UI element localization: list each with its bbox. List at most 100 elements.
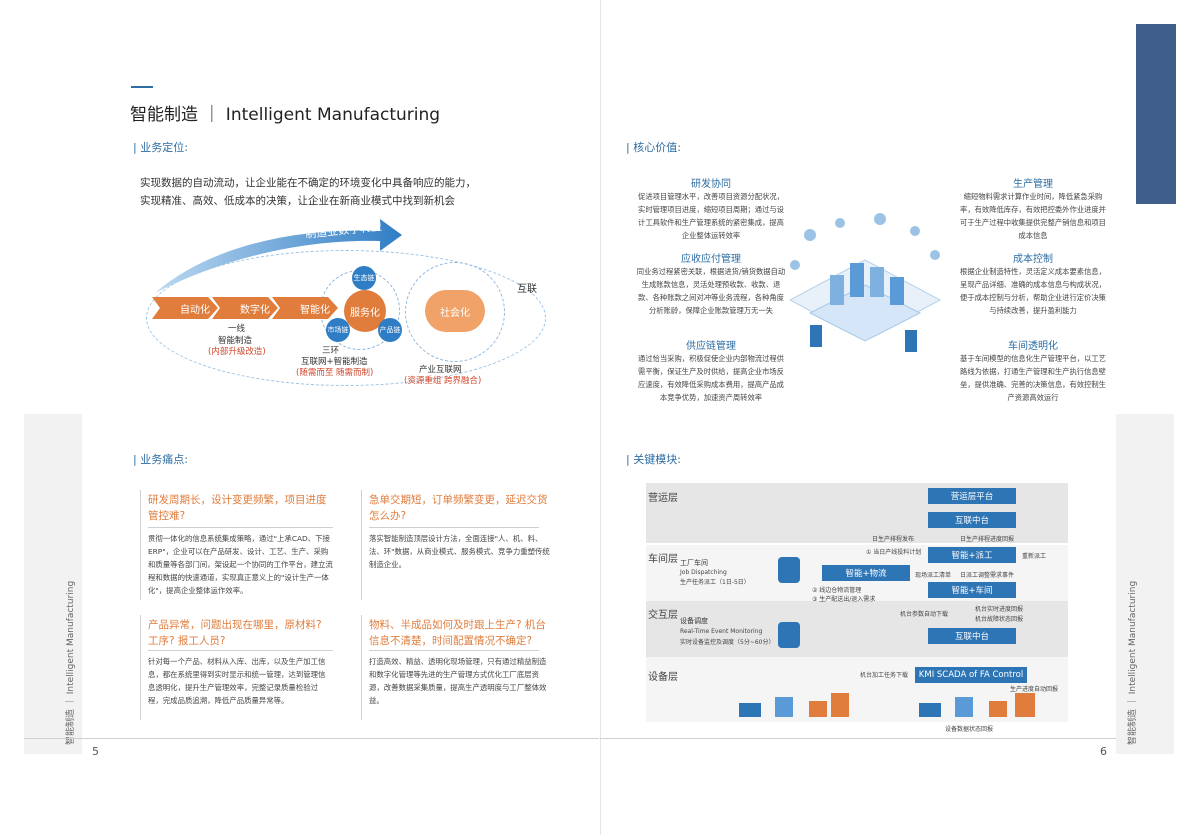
- cv-text-prod: 缩短物料需求计算作业时间，降低紧急采购率，有效降低库存，有效把控委外作业进度并可…: [960, 192, 1106, 240]
- workshop-box: 智能+车间: [928, 582, 1016, 598]
- pain-title-3: 产品异常，问题出现在哪里，原材料? 工序? 报工人员?: [148, 619, 322, 647]
- pain-text-3: 针对每一个产品、材料从入库、出库，以及生产加工信息，都在系统里得到实时显示和统一…: [148, 657, 326, 705]
- note-5: 现场派工清单: [915, 572, 952, 579]
- spine-divider: [600, 0, 601, 835]
- cv-title-shop: 车间透明化: [1008, 341, 1058, 352]
- ops-platform-box: 营运层平台: [928, 488, 1016, 504]
- cv-title-scm: 供应链管理: [686, 341, 736, 352]
- pain-rule-1: [148, 527, 333, 528]
- title-dash: [131, 86, 153, 88]
- industry-note: (资源重组 跨界融合): [404, 376, 482, 386]
- card-bar-2: [361, 490, 362, 600]
- clipboard-icon: [778, 557, 800, 583]
- page-number-right: 6: [1100, 745, 1107, 758]
- card-bar-1: [140, 490, 141, 600]
- shop-en: Job Dispatching: [680, 569, 727, 576]
- left-side-text: 智能制造 ｜ Intelligent Manufacturing: [66, 580, 76, 745]
- pain-text-4: 打造高效、精益、透明化现场管理，只有通过精益制造和数字化管理等先进的生产管理方式…: [369, 657, 547, 705]
- note-11: 机台故障状态回报: [975, 616, 1024, 623]
- note-9: 机台参数自动下载: [900, 611, 949, 618]
- cv-text-shop: 基于车间模型的信息化生产管理平台，以工艺路线为依据，打通生产管理和生产执行信息壁…: [960, 354, 1106, 402]
- note-7: ② 线边仓物流管理: [812, 587, 862, 594]
- note-6: 日派工调整需求事件: [960, 572, 1015, 579]
- line1-sub: 智能制造: [218, 336, 253, 346]
- ring3-note: (随需而至 随需而制): [296, 368, 374, 378]
- section-pain-points: | 业务痛点:: [133, 453, 188, 466]
- pain-rule-4: [369, 650, 539, 651]
- note-13: 生产进度自动回报: [1010, 686, 1059, 693]
- cv-title-rd: 研发协同: [691, 179, 731, 190]
- note-12: 机台加工任务下载: [860, 672, 909, 679]
- layer-inter-label: 交互层: [648, 610, 678, 621]
- cv-title-ar: 应收应付管理: [681, 254, 741, 265]
- section-key-modules: | 关键模块:: [626, 453, 681, 466]
- document-gear-icon: [778, 622, 800, 648]
- automation-label: 自动化: [180, 304, 210, 316]
- logistics-box: 智能+物流: [822, 565, 910, 581]
- dispatch-box: 智能+派工: [928, 547, 1016, 563]
- note-8: ③ 生产配送出/退入需求: [812, 596, 876, 603]
- product-circle: 产品链: [378, 318, 402, 342]
- transform-arrow: [155, 219, 402, 293]
- digitalization-label: 数字化: [240, 304, 270, 316]
- market-circle: 市场链: [326, 318, 350, 342]
- shop-title: 工厂车间: [680, 559, 708, 567]
- cv-title-cost: 成本控制: [1013, 254, 1053, 265]
- event-title: 设备调度: [680, 617, 708, 625]
- automation-tag: 自动化: [152, 297, 218, 319]
- ring3-label: 三环: [322, 346, 340, 356]
- layer-device-label: 设备层: [648, 672, 678, 683]
- pain-title-2: 急单交期短，订单频繁变更，延迟交货怎么办?: [369, 494, 548, 522]
- industry-label: 产业互联网: [419, 365, 462, 375]
- section-positioning: | 业务定位:: [133, 141, 188, 154]
- pain-rule-2: [369, 527, 539, 528]
- shop-sub: 生产任务派工（1日-5日）: [680, 579, 750, 586]
- outer-ellipse: [146, 250, 546, 386]
- positioning-line-1: 实现数据的自动流动，让企业能在不确定的环境变化中具备响应的能力，: [140, 177, 476, 189]
- social-cloud: 社会化: [425, 290, 485, 332]
- factory-illustration: [788, 213, 942, 352]
- pain-title-4: 物料、半成品如何及时跟上生产? 机台信息不清楚，时间配置情况不确定?: [369, 619, 546, 647]
- right-side-text: 智能制造 ｜ Intelligent Manufacturing: [1128, 580, 1138, 745]
- social-ring: [405, 262, 505, 362]
- hub-top-box: 互联中台: [928, 512, 1016, 528]
- hub-mid-box: 互联中台: [928, 628, 1016, 644]
- cv-title-prod: 生产管理: [1013, 179, 1053, 190]
- machines-left-icon: [739, 693, 849, 717]
- interconnect-label: 互联: [517, 284, 537, 295]
- layer-shop-label: 车间层: [648, 554, 678, 565]
- card-bar-3: [140, 615, 141, 720]
- line1-label: 一线: [228, 324, 246, 334]
- cv-text-cost: 根据企业制造特性，灵活定义成本要素信息，呈现产品详细、准确的成本信息与构成状况，…: [960, 267, 1106, 315]
- left-side-tab: [24, 414, 82, 754]
- note-1: 日生产排程发布: [872, 536, 915, 543]
- note-14: 设备数据状态回报: [945, 726, 994, 733]
- positioning-line-2: 实现精准、高效、低成本的决策，让企业在新商业模式中找到新机会: [140, 195, 455, 207]
- intelligent-tag: 智能化: [272, 297, 338, 319]
- pain-text-1: 贯彻一体化的信息系统集成策略，通过"上承CAD、下接ERP"，企业可以在产品研发…: [148, 534, 333, 595]
- machines-right-icon: [919, 693, 1035, 717]
- eco-circle: 生态链: [352, 266, 376, 290]
- scada-box: KMI SCADA of FA Control: [915, 667, 1027, 683]
- event-sub: 实时设备监控及调度（5分~60分）: [680, 639, 775, 646]
- pain-title-1: 研发周期长，设计变更频繁，项目进度管控难?: [148, 494, 327, 522]
- digitalization-tag: 数字化: [212, 297, 278, 319]
- note-10: 机台实时进度回报: [975, 606, 1024, 613]
- pain-rule-3: [148, 650, 333, 651]
- section-core-value: | 核心价值:: [626, 141, 681, 154]
- intelligent-label: 智能化: [300, 304, 330, 316]
- note-4: 重新派工: [1022, 553, 1047, 560]
- left-footer-rule: [24, 738, 599, 739]
- card-bar-4: [361, 615, 362, 720]
- cv-text-rd: 促进项目管理水平，改善项目资源分配状况，实时管理项目进度，缩短项目周期；通过与设…: [638, 192, 784, 240]
- page-number-left: 5: [92, 745, 99, 758]
- cv-text-scm: 通过恰当采购，积极促使企业内部物流过程供需平衡，保证生产及时供给，提高企业市场反…: [638, 354, 784, 402]
- pain-text-2: 落实智能制造顶层设计方法，全面连接"人、机、料、法、环"数据，从商业模式、服务模…: [369, 534, 550, 569]
- event-en: Real-Time Event Monitoring: [680, 628, 763, 635]
- note-3: ① 当日产线投料计划: [866, 549, 922, 556]
- right-footer-rule: [600, 738, 1116, 739]
- right-side-tab: [1116, 414, 1174, 754]
- ring3-sub: 互联网+智能制造: [301, 357, 368, 367]
- cv-text-ar: 同业务过程紧密关联，根据进货/销货数据自动生成账款信息，灵活处理预收款、收款、退…: [636, 267, 786, 315]
- layer-ops-label: 营运层: [648, 493, 678, 504]
